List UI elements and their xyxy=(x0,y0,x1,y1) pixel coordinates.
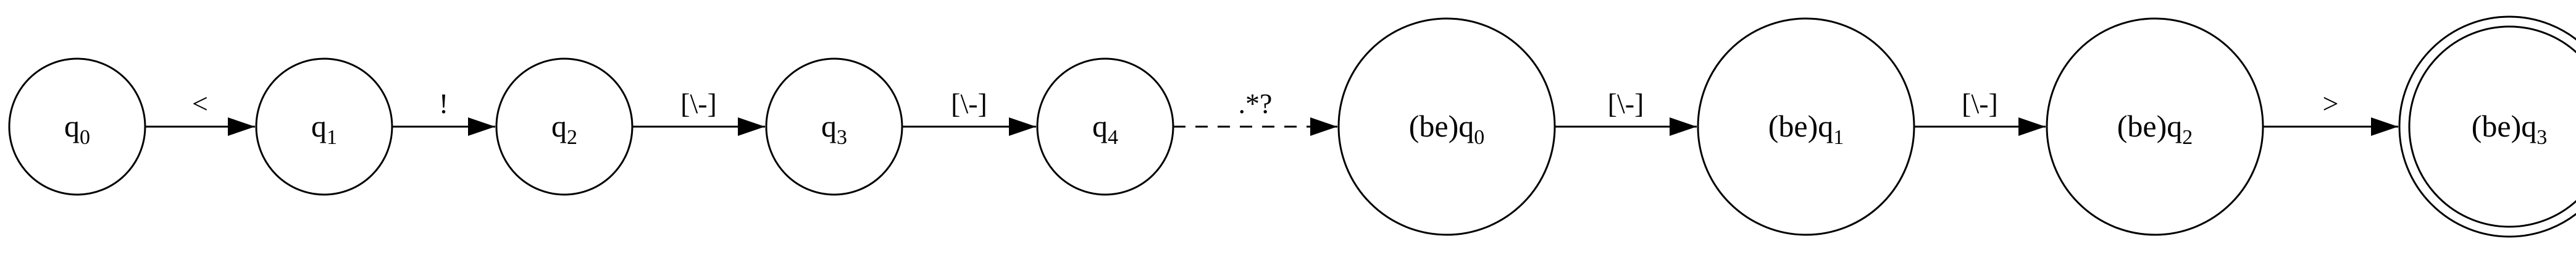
state-circle xyxy=(765,57,903,196)
state-be_q2: (be)q2 xyxy=(2046,17,2264,236)
transition-label: [\-] xyxy=(1962,88,1998,119)
state-label-subscript: 3 xyxy=(2536,126,2547,149)
state-label-subscript: 1 xyxy=(327,126,337,149)
transition-label: [\-] xyxy=(951,88,987,119)
state-circle xyxy=(495,57,634,196)
state-label-base: q xyxy=(64,109,80,143)
state-label-subscript: 3 xyxy=(837,126,847,149)
state-label-prefix: (be) xyxy=(1768,109,1818,143)
state-label-prefix: (be) xyxy=(2117,109,2167,143)
transition-label: .*? xyxy=(1239,88,1273,119)
edges: <! [\-] [\-] .*? [\-] [\-] > xyxy=(145,88,2398,136)
transition-label: > xyxy=(2323,88,2339,119)
transition-q3-q4: [\-] xyxy=(902,88,1036,136)
state-label-prefix: (be) xyxy=(2472,109,2522,143)
state-label-base: q xyxy=(1092,109,1108,143)
state-label-subscript: 1 xyxy=(1833,126,1844,149)
state-be_q0: (be)q0 xyxy=(1337,17,1556,236)
state-label: q0 xyxy=(64,109,90,149)
state-label-subscript: 0 xyxy=(80,126,90,149)
state-q1: q1 xyxy=(255,57,393,196)
transition-q2-q3: [\-] xyxy=(632,88,765,136)
state-label-subscript: 0 xyxy=(1474,126,1484,149)
state-label-base: q xyxy=(2167,109,2182,143)
state-label: q3 xyxy=(821,109,847,149)
state-be_q1: (be)q1 xyxy=(1697,17,1915,236)
state-label-base: q xyxy=(821,109,837,143)
state-be_q3: (be)q3 xyxy=(2398,15,2576,238)
transition-be_q2-be_q3: > xyxy=(2263,88,2398,136)
state-q4: q4 xyxy=(1036,57,1174,196)
state-circle xyxy=(1337,17,1556,236)
state-label: q1 xyxy=(311,109,337,149)
state-q2: q2 xyxy=(495,57,634,196)
state-label: (be)q2 xyxy=(2117,109,2193,149)
state-label: (be)q3 xyxy=(2472,109,2548,149)
transition-be_q1-be_q2: [\-] xyxy=(1914,88,2046,136)
state-circle xyxy=(255,57,393,196)
transition-label: < xyxy=(192,88,208,119)
state-label: (be)q0 xyxy=(1409,109,1485,149)
state-label-prefix: (be) xyxy=(1409,109,1459,143)
transition-q1-q2: ! xyxy=(392,88,495,136)
state-circle xyxy=(8,57,146,196)
transition-label: ! xyxy=(439,88,448,119)
state-circle xyxy=(1036,57,1174,196)
state-label-base: q xyxy=(551,109,567,143)
state-label-subscript: 4 xyxy=(1108,126,1118,149)
state-label: (be)q1 xyxy=(1768,109,1844,149)
state-label-subscript: 2 xyxy=(567,126,577,149)
state-q0: q0 xyxy=(8,57,146,196)
state-label-subscript: 2 xyxy=(2182,126,2193,149)
transition-be_q0-be_q1: [\-] xyxy=(1555,88,1697,136)
accepting-inner-circle xyxy=(2408,25,2576,228)
state-circle xyxy=(2398,15,2576,238)
transition-label: [\-] xyxy=(680,88,717,119)
state-label-base: q xyxy=(2521,109,2536,143)
state-q3: q3 xyxy=(765,57,903,196)
state-circle xyxy=(1697,17,1915,236)
transition-q0-q1: < xyxy=(145,88,255,136)
state-label-base: q xyxy=(1818,109,1833,143)
state-label: q4 xyxy=(1092,109,1118,149)
state-label: q2 xyxy=(551,109,577,149)
state-label-base: q xyxy=(311,109,327,143)
transition-q4-be_q0: .*? xyxy=(1173,88,1337,136)
transition-label: [\-] xyxy=(1608,88,1644,119)
state-label-base: q xyxy=(1458,109,1474,143)
state-circle xyxy=(2046,17,2264,236)
